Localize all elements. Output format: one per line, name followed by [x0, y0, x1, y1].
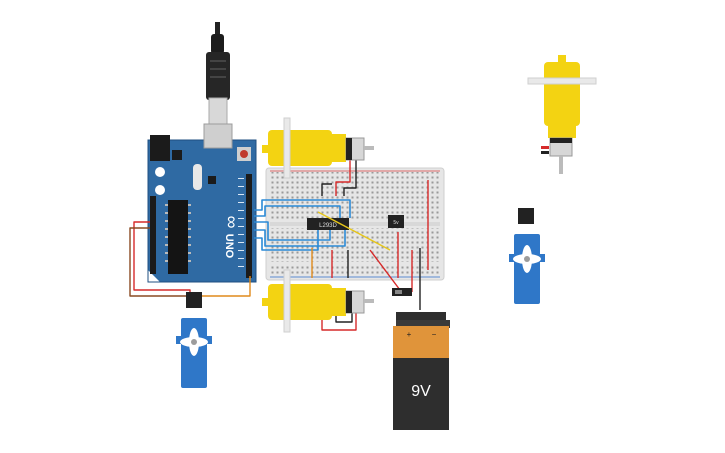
- battery-plus-label: +: [407, 330, 412, 339]
- voltage-regulator[interactable]: 5v: [388, 215, 404, 228]
- driver-chip-label: L293D: [319, 223, 337, 229]
- arduino-uno-board[interactable]: ∞ UNO: [147, 123, 257, 283]
- regulator-label: 5v: [393, 220, 399, 226]
- arduino-model-label: UNO: [223, 234, 235, 259]
- micro-servo-icon[interactable]: [509, 208, 545, 304]
- dc-gear-motor-icon[interactable]: [262, 269, 374, 333]
- arduino-logo: ∞: [222, 216, 242, 229]
- usb-cable-icon[interactable]: [206, 22, 230, 129]
- battery-9v[interactable]: + − 9V: [393, 312, 450, 430]
- motor-driver-chip[interactable]: L293D: [307, 218, 349, 230]
- battery-voltage-label: 9V: [411, 383, 431, 400]
- battery-minus-label: −: [432, 330, 437, 339]
- micro-servo-icon[interactable]: [176, 292, 212, 388]
- slide-switch-icon[interactable]: [392, 288, 412, 296]
- dc-gear-motor-icon[interactable]: [262, 117, 374, 179]
- breadboard[interactable]: [265, 167, 445, 281]
- dc-gear-motor-icon[interactable]: [527, 55, 597, 174]
- wires: [129, 160, 429, 331]
